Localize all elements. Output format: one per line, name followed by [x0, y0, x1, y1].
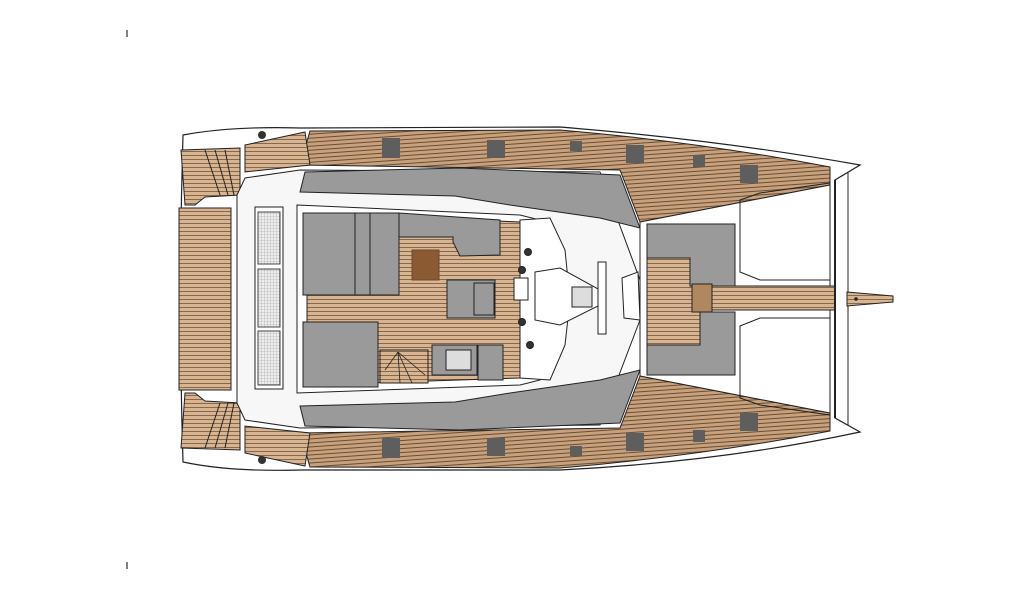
- hatch: [570, 141, 582, 151]
- bowsprit: [846, 291, 894, 307]
- stern-steps-bottom: [180, 392, 311, 467]
- hatch: [626, 433, 644, 451]
- sofa: [302, 321, 379, 388]
- salon: [296, 204, 541, 394]
- hatch: [740, 413, 758, 431]
- hatch: [487, 438, 505, 456]
- aft-bench: [254, 206, 284, 390]
- bottom-hull-deck: [299, 375, 831, 469]
- hatch: [570, 446, 582, 456]
- stern-steps-top: [180, 131, 311, 206]
- winch-icon: [258, 456, 266, 464]
- galley-counter: [477, 344, 504, 381]
- hatch: [693, 155, 705, 167]
- sofa: [446, 279, 496, 319]
- bowsprit-fitting-icon: [854, 297, 858, 301]
- stairs: [379, 349, 429, 384]
- sofa: [398, 212, 501, 257]
- hatch: [693, 430, 705, 442]
- salon-table: [411, 249, 440, 281]
- swim-platform: [178, 207, 232, 391]
- hatch: [487, 140, 505, 158]
- side-walkway-bottom: [299, 369, 641, 431]
- hatch: [740, 165, 758, 183]
- helm-station: [513, 217, 641, 381]
- winch-icon: [258, 131, 266, 139]
- foredeck: [639, 172, 849, 425]
- hatch: [626, 145, 644, 163]
- sofa: [302, 212, 400, 296]
- side-walkway-top: [299, 167, 641, 229]
- top-hull-deck: [299, 129, 831, 223]
- hatch: [382, 438, 400, 458]
- hatch: [382, 138, 400, 158]
